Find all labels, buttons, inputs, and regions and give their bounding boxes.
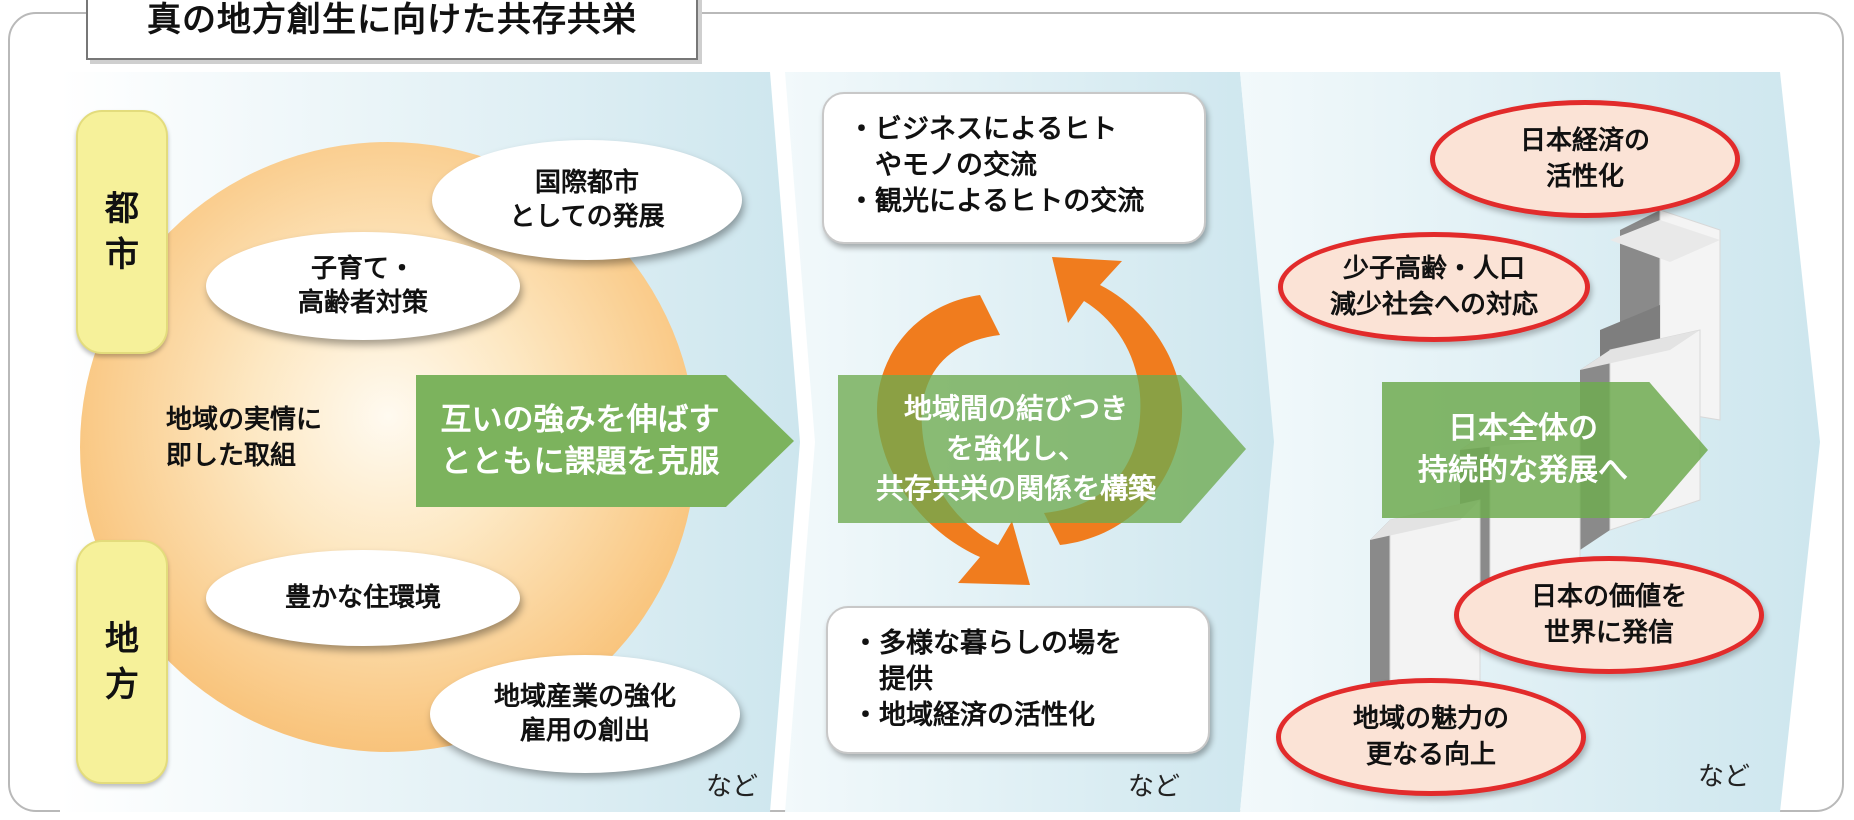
oval-living-environment: 豊かな住環境 — [206, 550, 520, 646]
goal-line: 日本の価値を — [1530, 582, 1687, 612]
goal-line: 更なる向上 — [1365, 740, 1496, 770]
goal-oval-regional-appeal: 地域の魅力の 更なる向上 — [1276, 678, 1586, 796]
exchange-box-top: ・ビジネスによるヒト やモノの交流 ・観光によるヒトの交流 — [822, 92, 1206, 244]
oval-line: 子育て・ — [310, 254, 415, 284]
box-line: やモノの交流 — [848, 150, 1037, 181]
circle-center-text: 地域の実情に 即した取組 — [166, 402, 386, 474]
arrow-line: 互いの強みを伸ばす — [440, 402, 720, 438]
goal-line: 地域の魅力の — [1352, 704, 1509, 734]
circle-text-line: 地域の実情に — [166, 405, 323, 435]
circle-text-line: 即した取組 — [166, 441, 297, 471]
oval-international-city: 国際都市 としての発展 — [432, 140, 742, 260]
etc-label-1: など — [706, 772, 759, 802]
oval-line: 高齢者対策 — [297, 288, 428, 318]
oval-line: としての発展 — [509, 202, 665, 232]
arrow-line: 日本全体の — [1448, 411, 1598, 446]
box-line: 提供 — [852, 664, 933, 695]
goal-oval-aging-society: 少子高齢・人口 減少社会への対応 — [1278, 232, 1590, 342]
local-tag-label: 地方 — [105, 619, 139, 705]
city-tag-label: 都市 — [105, 189, 139, 275]
goal-line: 世界に発信 — [1543, 618, 1674, 648]
box-line: ・観光によるヒトの交流 — [848, 186, 1145, 217]
arrow-line: を強化し、 — [945, 432, 1086, 465]
city-tag: 都市 — [76, 110, 168, 354]
oval-childcare-elderly: 子育て・ 高齢者対策 — [206, 232, 520, 340]
local-tag: 地方 — [76, 540, 168, 784]
arrow-line: 持続的な発展へ — [1418, 453, 1628, 488]
oval-line: 豊かな住環境 — [284, 583, 441, 613]
arrow-line: 共存共栄の関係を構築 — [875, 472, 1156, 505]
oval-local-industry: 地域産業の強化 雇用の創出 — [430, 655, 740, 773]
exchange-box-bottom: ・多様な暮らしの場を 提供 ・地域経済の活性化 — [826, 606, 1210, 754]
goal-line: 少子高齢・人口 — [1342, 254, 1525, 284]
goal-line: 活性化 — [1545, 162, 1624, 192]
box-line: ・地域経済の活性化 — [852, 700, 1095, 731]
goal-oval-economy: 日本経済の 活性化 — [1430, 100, 1740, 218]
goal-oval-global-value: 日本の価値を 世界に発信 — [1454, 556, 1764, 674]
green-arrow-coexistence: 地域間の結びつき を強化し、 共存共栄の関係を構築 — [838, 375, 1246, 523]
etc-label-2: など — [1128, 772, 1181, 802]
oval-line: 雇用の創出 — [519, 716, 650, 746]
arrow-line: 地域間の結びつき — [903, 392, 1128, 425]
page-title: 真の地方創生に向けた共存共栄 — [86, 0, 698, 60]
oval-line: 国際都市 — [534, 168, 639, 198]
green-arrow-strengths: 互いの強みを伸ばす とともに課題を克服 — [416, 375, 794, 507]
etc-label-3: など — [1698, 762, 1751, 792]
green-arrow-sustainable: 日本全体の 持続的な発展へ — [1382, 382, 1708, 518]
oval-line: 地域産業の強化 — [493, 682, 676, 712]
goal-line: 日本経済の — [1519, 126, 1650, 156]
box-line: ・多様な暮らしの場を — [852, 628, 1122, 659]
goal-line: 減少社会への対応 — [1329, 290, 1538, 320]
box-line: ・ビジネスによるヒト — [848, 114, 1118, 145]
arrow-line: とともに課題を克服 — [440, 444, 720, 480]
cycle-arrow-left — [876, 295, 1030, 585]
